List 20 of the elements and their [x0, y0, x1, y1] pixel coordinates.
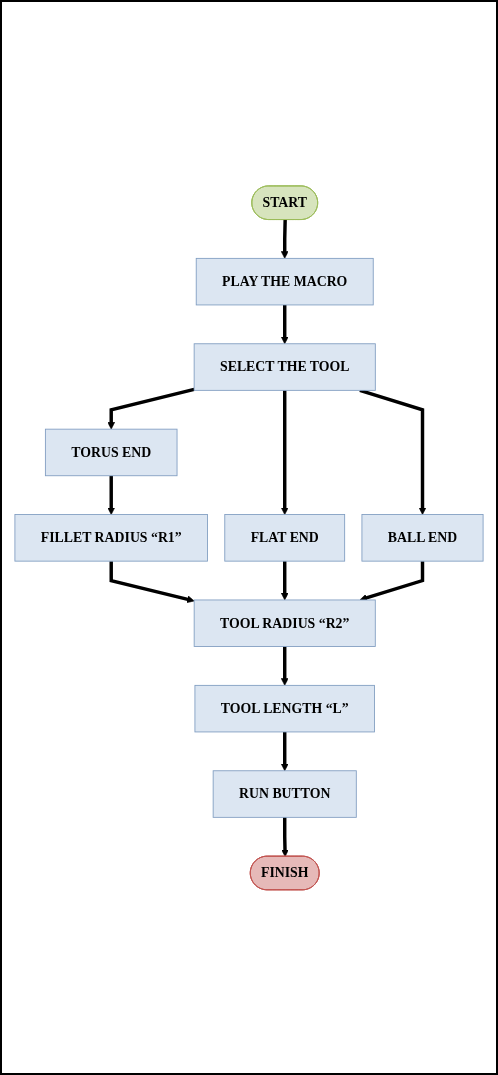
arrow: [107, 475, 115, 515]
node-box: TOOL LENGTH “L”: [194, 684, 375, 732]
arrow: [280, 304, 289, 344]
arrow: [280, 646, 289, 686]
arrow: [280, 390, 289, 515]
arrow: [109, 560, 195, 603]
arrow: [107, 387, 195, 430]
node-box: TOOL RADIUS “R2”: [193, 599, 376, 647]
node-box: TORUS END: [44, 428, 178, 476]
arrow: [359, 388, 427, 515]
node-box: RUN BUTTON: [212, 769, 357, 818]
node-box: BALL END: [361, 513, 484, 562]
arrow: [280, 219, 289, 259]
node-box: FILLET RADIUS “R1”: [14, 513, 208, 562]
node-box: PLAY THE MACRO: [195, 257, 374, 305]
node-box: SELECT THE TOOL: [193, 342, 376, 391]
arrow: [280, 560, 289, 600]
arrow: [280, 731, 289, 771]
node-box: FLAT END: [224, 513, 346, 562]
arrow: [281, 817, 289, 857]
